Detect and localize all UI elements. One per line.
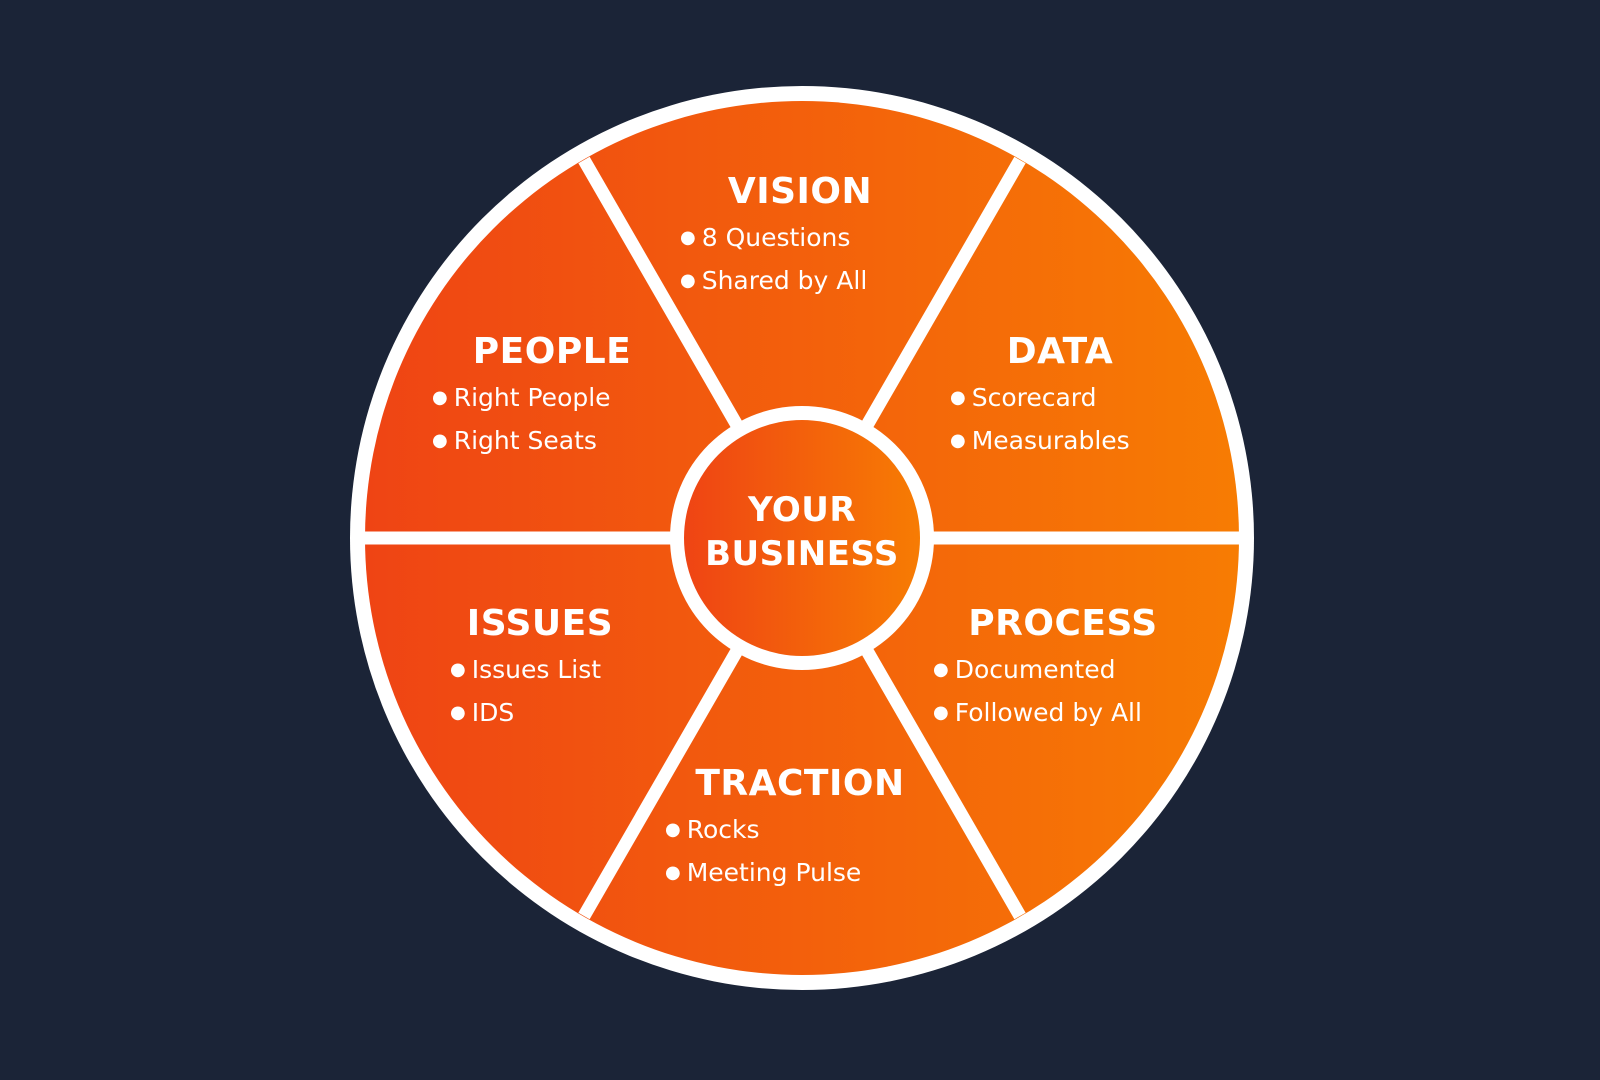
- bullet-icon: ●: [432, 387, 448, 408]
- segment-title: VISION: [727, 171, 873, 212]
- list-item: ●Scorecard: [950, 376, 1170, 419]
- segment-people: PEOPLE ●Right People ●Right Seats: [432, 330, 672, 462]
- bullet-icon: ●: [950, 430, 966, 451]
- center-line-1: YOUR: [747, 490, 857, 530]
- segment-traction: TRACTION ●Rocks ●Meeting Pulse: [665, 762, 935, 894]
- bullet-icon: ●: [933, 702, 949, 723]
- segment-vision: VISION ●8 Questions ●Shared by All: [680, 170, 920, 302]
- bullet-icon: ●: [680, 227, 696, 248]
- bullet-icon: ●: [450, 659, 466, 680]
- item-text: Right Seats: [453, 426, 597, 455]
- bullet-icon: ●: [665, 819, 681, 840]
- item-text: Rocks: [686, 815, 760, 844]
- segment-title: ISSUES: [466, 603, 614, 644]
- item-text: Measurables: [971, 426, 1130, 455]
- list-item: ●IDS: [450, 691, 630, 734]
- bullet-icon: ●: [680, 270, 696, 291]
- segment-items: ●Documented ●Followed by All: [933, 648, 1193, 734]
- list-item: ●Rocks: [665, 808, 935, 851]
- list-item: ●Documented: [933, 648, 1193, 691]
- segment-title: PEOPLE: [472, 331, 632, 372]
- segment-title: PROCESS: [968, 603, 1158, 644]
- item-text: Right People: [453, 383, 611, 412]
- bullet-icon: ●: [450, 702, 466, 723]
- hub-disc: [684, 420, 920, 656]
- segment-title: DATA: [1006, 331, 1114, 372]
- item-text: Scorecard: [971, 383, 1097, 412]
- segment-items: ●Scorecard ●Measurables: [950, 376, 1170, 462]
- list-item: ●Followed by All: [933, 691, 1193, 734]
- item-text: Shared by All: [701, 266, 868, 295]
- segment-items: ●Right People ●Right Seats: [432, 376, 672, 462]
- list-item: ●Measurables: [950, 419, 1170, 462]
- center-label: YOUR BUSINESS: [682, 488, 922, 576]
- segment-title: TRACTION: [695, 763, 905, 804]
- segment-issues: ISSUES ●Issues List ●IDS: [450, 602, 630, 734]
- item-text: Issues List: [471, 655, 602, 684]
- list-item: ●Right People: [432, 376, 672, 419]
- list-item: ●Issues List: [450, 648, 630, 691]
- segment-items: ●8 Questions ●Shared by All: [680, 216, 920, 302]
- segment-items: ●Rocks ●Meeting Pulse: [665, 808, 935, 894]
- list-item: ●Shared by All: [680, 259, 920, 302]
- bullet-icon: ●: [665, 862, 681, 883]
- item-text: Documented: [954, 655, 1116, 684]
- segment-items: ●Issues List ●IDS: [450, 648, 630, 734]
- item-text: Meeting Pulse: [686, 858, 862, 887]
- item-text: IDS: [471, 698, 515, 727]
- center-line-2: BUSINESS: [705, 534, 899, 574]
- segment-process: PROCESS ●Documented ●Followed by All: [933, 602, 1193, 734]
- bullet-icon: ●: [432, 430, 448, 451]
- list-item: ●Meeting Pulse: [665, 851, 935, 894]
- list-item: ●8 Questions: [680, 216, 920, 259]
- bullet-icon: ●: [933, 659, 949, 680]
- bullet-icon: ●: [950, 387, 966, 408]
- item-text: Followed by All: [954, 698, 1142, 727]
- segment-data: DATA ●Scorecard ●Measurables: [950, 330, 1170, 462]
- item-text: 8 Questions: [701, 223, 851, 252]
- list-item: ●Right Seats: [432, 419, 672, 462]
